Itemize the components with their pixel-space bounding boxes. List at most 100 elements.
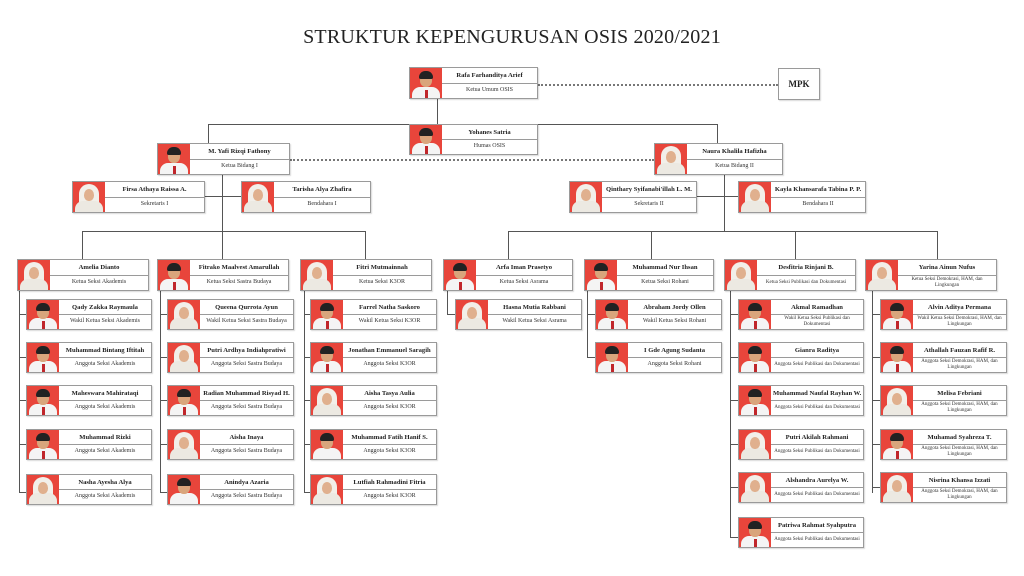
person-role: Anggota Seksi Akademis (74, 404, 136, 411)
person-name: Aisha Inaya (200, 430, 293, 445)
avatar (655, 144, 687, 174)
avatar (725, 260, 757, 290)
connector (508, 231, 509, 259)
person-role: Ketua Seksi Publikasi dan Dokumentasi (765, 279, 847, 285)
connector (82, 231, 366, 232)
person-role: Anggota Seksi Publikasi dan Dokumentasi (774, 448, 860, 454)
person-role: Anggota Seksi Sastra Budaya (210, 404, 283, 411)
avatar (301, 260, 333, 290)
avatar (311, 300, 343, 329)
card-member: Muhammad Fatih Hanif S.Anggota Seksi K3O… (310, 429, 437, 460)
connector (730, 400, 738, 401)
connector (160, 492, 167, 493)
avatar (311, 475, 343, 504)
connector (304, 357, 311, 358)
person-role: Humas OSIS (473, 143, 506, 150)
person-name: Jonathan Emmanuel Saragih (343, 343, 436, 358)
person-role: Bendahara I (307, 201, 337, 207)
person-name: Naura Khalila Hafizha (687, 144, 782, 160)
person-role: Ketua Seksi Demokrasi, HAM, dan Lingkung… (911, 276, 983, 288)
avatar (410, 68, 442, 98)
avatar (739, 343, 771, 372)
connector (872, 290, 873, 493)
person-name: Rafa Farhanditya Arief (442, 68, 537, 84)
person-name: Gianra Raditya (771, 343, 863, 358)
connector (872, 444, 880, 445)
dotted-link-bidang (290, 159, 654, 161)
person-role: Ketua Seksi Asrama (499, 279, 549, 285)
connector (937, 231, 938, 259)
avatar (596, 300, 628, 329)
connector (304, 400, 311, 401)
connector (304, 444, 311, 445)
connector (160, 314, 167, 315)
person-name: Yohanes Satria (442, 125, 537, 140)
connector (160, 444, 167, 445)
avatar (410, 125, 442, 154)
person-name: Putri Ardhya Indiahpratiwi (200, 343, 293, 358)
connector (304, 314, 311, 315)
person-role: Anggota Seksi Demokrasi, HAM, dan Lingku… (921, 358, 998, 370)
person-name: Amelia Dianto (50, 260, 148, 276)
person-name: Desfitria Rinjani B. (757, 260, 855, 276)
person-name: Farrel Natha Saskoro (343, 300, 436, 315)
avatar (168, 300, 200, 329)
avatar (311, 430, 343, 459)
person-name: Lutfiah Rahmadini Fitria (343, 475, 436, 490)
person-name: Muhamad Syahreza T. (913, 430, 1006, 445)
connector (872, 357, 880, 358)
person-role: Anggota Seksi K3OR (363, 448, 416, 455)
person-name: Hasna Mutia Rabbani (488, 300, 581, 315)
person-name: M. Yafi Rizqi Fathony (190, 144, 289, 160)
card-member: Muhammad Naufal Rayhan W.Anggota Seksi P… (738, 385, 864, 416)
person-role: Ketua Seksi K3OR (359, 279, 405, 285)
person-role: Anggota Seksi Publikasi dan Dokumentasi (774, 491, 860, 497)
person-name: Arfa Iman Prasetyo (476, 260, 572, 276)
person-role: Ketua Seksi Sastra Budaya (206, 279, 272, 285)
avatar (444, 260, 476, 290)
connector (222, 174, 223, 232)
person-role: Ketua Bidang II (715, 163, 754, 169)
person-role: Anggota Seksi K3OR (363, 404, 416, 411)
person-role: Anggota Seksi Sastra Budaya (210, 493, 283, 500)
person-name: I Gde Agung Sudanta (628, 343, 721, 358)
person-name: Athallah Fauzan Rafif R. (913, 343, 1006, 358)
avatar (27, 343, 59, 372)
person-role: Anggota Seksi Sastra Budaya (210, 448, 283, 455)
connector (19, 492, 26, 493)
avatar (739, 473, 771, 502)
avatar (739, 300, 771, 329)
avatar (456, 300, 488, 329)
connector (730, 314, 738, 315)
person-name: Yarina Ainun Nufus (898, 260, 996, 276)
person-name: Nisrina Khansa Izzati (913, 473, 1006, 488)
person-role: Ketua Seksi Rohani (641, 279, 689, 285)
connector (730, 444, 738, 445)
connector (730, 537, 738, 538)
card-sekretaris-1: Firsa Athaya Raissa A.Sekretaris I (72, 181, 205, 213)
connector (208, 124, 209, 144)
connector (19, 357, 26, 358)
avatar (168, 386, 200, 415)
connector (724, 174, 725, 232)
card-ketua-seksi-pubdok: Desfitria Rinjani B. Ketua Seksi Publikas… (724, 259, 856, 291)
person-role: Wakil Ketua Seksi Demokrasi, HAM, dan Li… (917, 315, 1002, 327)
person-role: Wakil Ketua Seksi Sastra Budaya (206, 318, 287, 325)
